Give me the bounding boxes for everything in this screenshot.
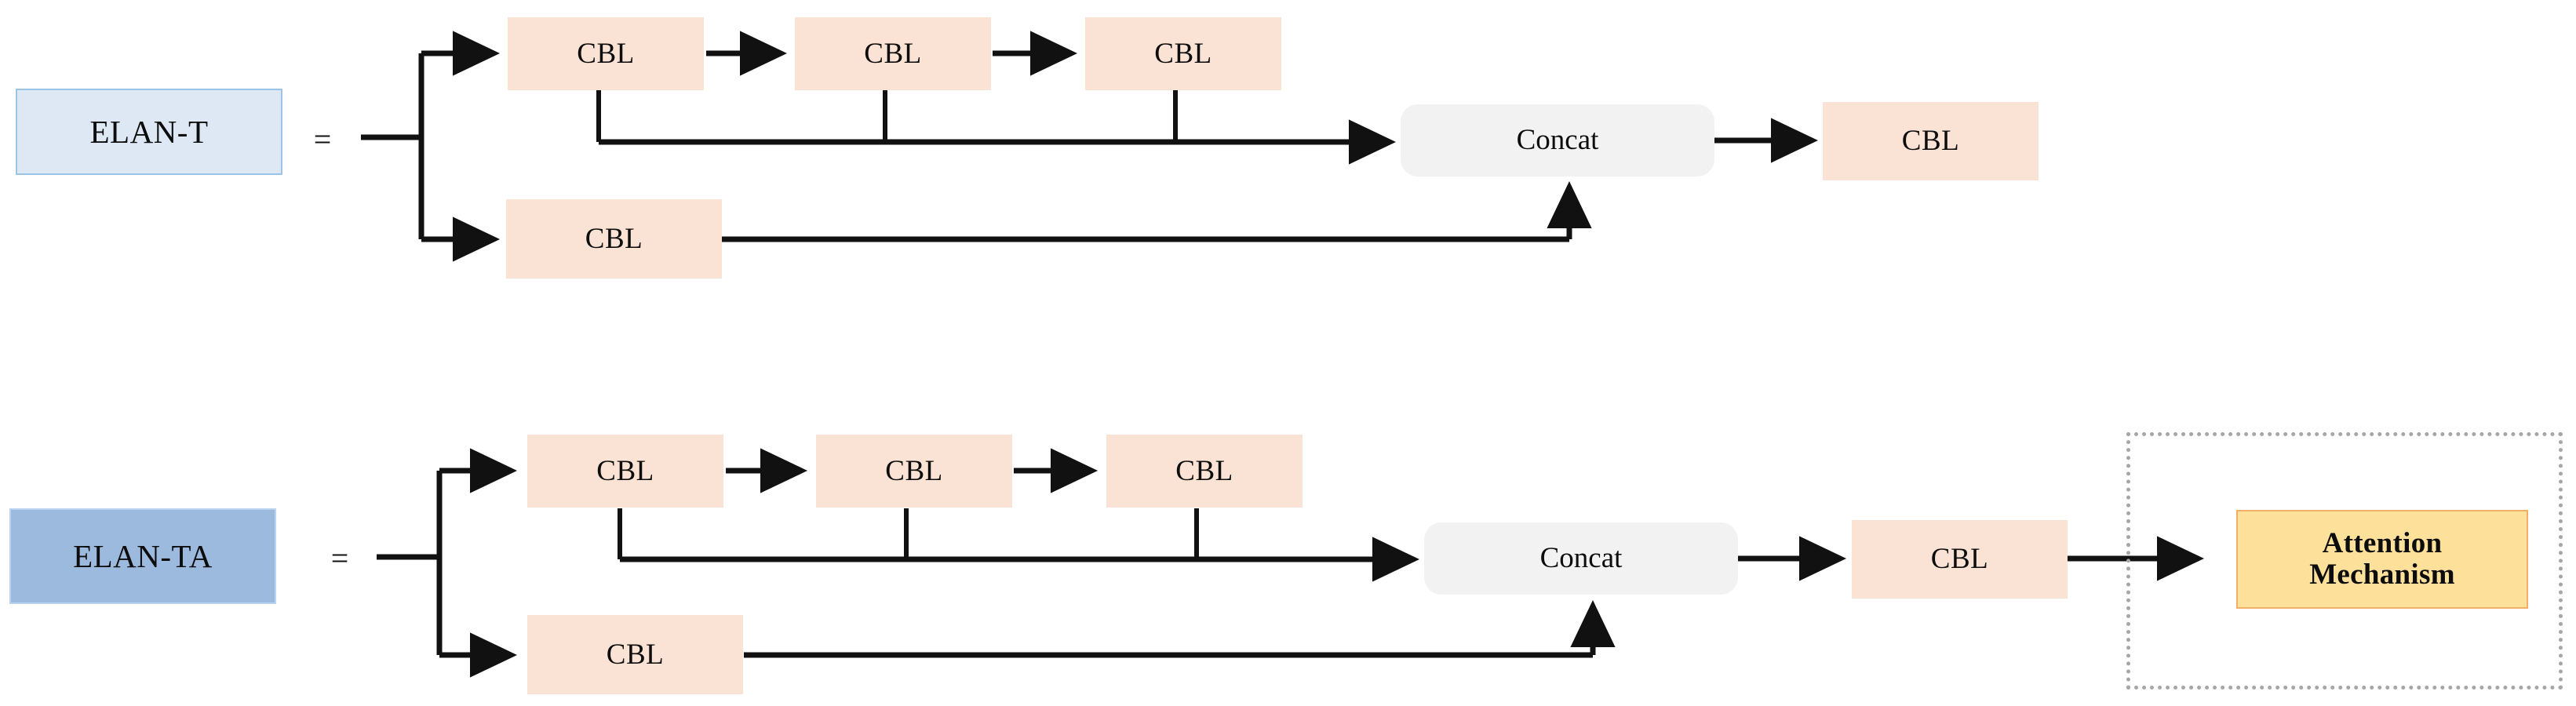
elan-ta-output-cbl[interactable]: CBL xyxy=(1852,520,2068,599)
cbl-label: CBL xyxy=(885,454,943,487)
attention-line-1: Attention xyxy=(2322,527,2443,560)
elan-t-label-box[interactable]: ELAN-T xyxy=(16,89,282,175)
elan-t-branch-cbl-2[interactable]: CBL xyxy=(795,17,991,90)
elan-t-branch-cbl-1[interactable]: CBL xyxy=(508,17,704,90)
elan-ta-equals-text: = xyxy=(330,540,349,576)
elan-t-concat-block[interactable]: Concat xyxy=(1401,104,1714,176)
concat-label: Concat xyxy=(1516,124,1599,157)
cbl-label: CBL xyxy=(1901,125,1960,158)
cbl-label: CBL xyxy=(1154,37,1212,70)
elan-t-output-cbl[interactable]: CBL xyxy=(1823,102,2039,180)
elan-ta-equals-sign: = xyxy=(322,538,358,577)
elan-ta-branch-cbl-2[interactable]: CBL xyxy=(816,435,1012,508)
elan-ta-branch-cbl-3[interactable]: CBL xyxy=(1106,435,1303,508)
cbl-label: CBL xyxy=(864,37,922,70)
elan-ta-concat-block[interactable]: Concat xyxy=(1424,522,1738,595)
elan-t-shortcut-cbl[interactable]: CBL xyxy=(506,199,722,278)
attention-mechanism-block[interactable]: Attention Mechanism xyxy=(2236,510,2528,609)
elan-ta-label-text: ELAN-TA xyxy=(73,537,213,574)
elan-ta-shortcut-cbl[interactable]: CBL xyxy=(527,615,743,694)
cbl-label: CBL xyxy=(577,37,635,70)
attention-line-2: Mechanism xyxy=(2309,559,2455,591)
elan-t-label-text: ELAN-T xyxy=(89,113,209,150)
cbl-label: CBL xyxy=(1175,454,1233,487)
cbl-label: CBL xyxy=(1930,543,1989,576)
concat-label: Concat xyxy=(1539,542,1623,575)
elan-t-equals-text: = xyxy=(313,121,332,157)
cbl-label: CBL xyxy=(585,222,643,255)
cbl-label: CBL xyxy=(606,638,665,671)
elan-t-branch-cbl-3[interactable]: CBL xyxy=(1085,17,1281,90)
elan-ta-label-box[interactable]: ELAN-TA xyxy=(9,508,276,604)
elan-t-equals-sign: = xyxy=(304,119,341,158)
cbl-label: CBL xyxy=(596,454,654,487)
elan-ta-branch-cbl-1[interactable]: CBL xyxy=(527,435,723,508)
